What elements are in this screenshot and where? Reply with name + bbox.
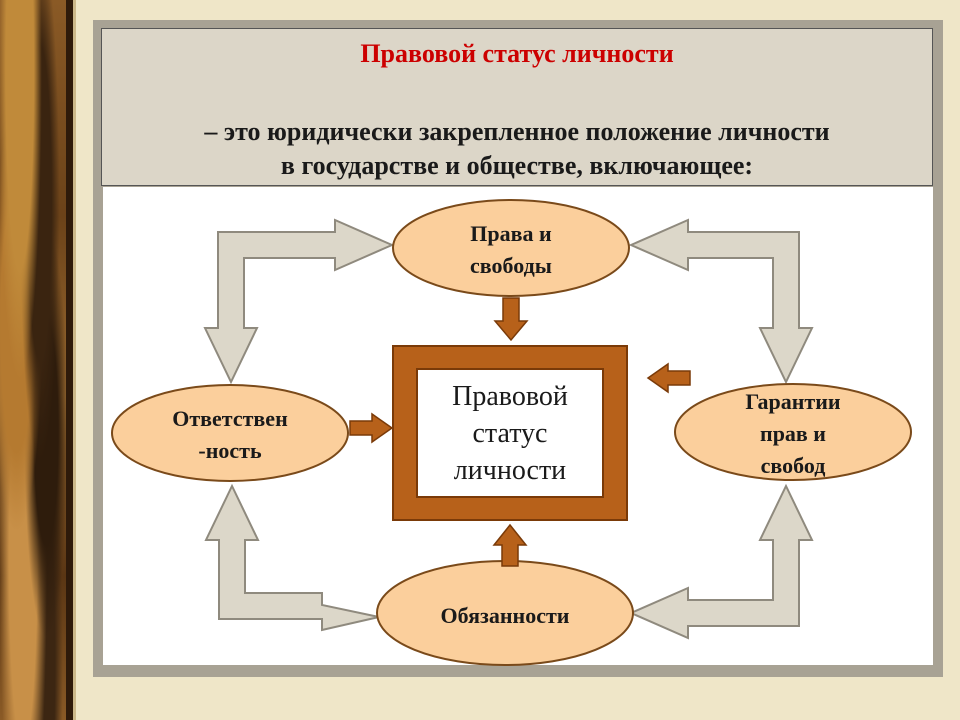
node-rights-label: Права и свободы — [411, 218, 611, 282]
header-title: Правовой статус личности — [360, 39, 674, 68]
duties-line-1: Обязанности — [440, 603, 570, 628]
arrow-duties-to-center — [492, 523, 528, 567]
arrow-guarantees-to-center — [646, 362, 691, 394]
guarantees-line-3: свобод — [760, 453, 826, 478]
central-concept-inner: Правовой статус личности — [416, 368, 604, 498]
arrow-guarantees-to-duties — [628, 483, 814, 640]
ellipse-responsibility — [111, 384, 349, 482]
rights-line-2: свободы — [470, 253, 552, 278]
arrow-rights-to-center — [493, 297, 529, 342]
guarantees-line-1: Гарантии — [745, 389, 841, 414]
node-guarantees-label: Гарантии прав и свобод — [693, 386, 893, 482]
node-responsibility-label: Ответствен -ность — [130, 403, 330, 467]
ellipse-guarantees — [674, 383, 912, 481]
definition-header: Правовой статус личности – это юридическ… — [101, 28, 933, 186]
side-strip-highlight — [73, 0, 76, 720]
header-definition: – это юридически закрепленное положение … — [102, 115, 932, 183]
definition-line-1: – это юридически закрепленное положение … — [204, 117, 830, 146]
side-strip-border — [66, 0, 73, 720]
ellipse-rights — [392, 199, 630, 297]
central-concept-box: Правовой статус личности — [392, 345, 628, 521]
definition-line-2: в государстве и обществе, включающее: — [280, 151, 754, 180]
arrow-rights-to-guarantees — [628, 218, 814, 385]
arrow-duties-to-responsibility — [204, 483, 380, 632]
rights-line-1: Права и — [470, 221, 552, 246]
arrow-responsibility-to-center — [349, 412, 394, 444]
center-line-1: Правовой — [452, 380, 568, 412]
center-line-3: личности — [453, 454, 567, 486]
responsibility-line-1: Ответствен — [172, 406, 288, 431]
guarantees-line-2: прав и — [760, 421, 826, 446]
center-line-2: статус — [472, 417, 548, 449]
arrow-responsibility-to-rights — [203, 218, 395, 385]
central-concept-text: Правовой статус личности — [452, 378, 568, 489]
decorative-side-strip — [0, 0, 66, 720]
node-duties-label: Обязанности — [395, 600, 615, 632]
responsibility-line-2: -ность — [198, 438, 262, 463]
